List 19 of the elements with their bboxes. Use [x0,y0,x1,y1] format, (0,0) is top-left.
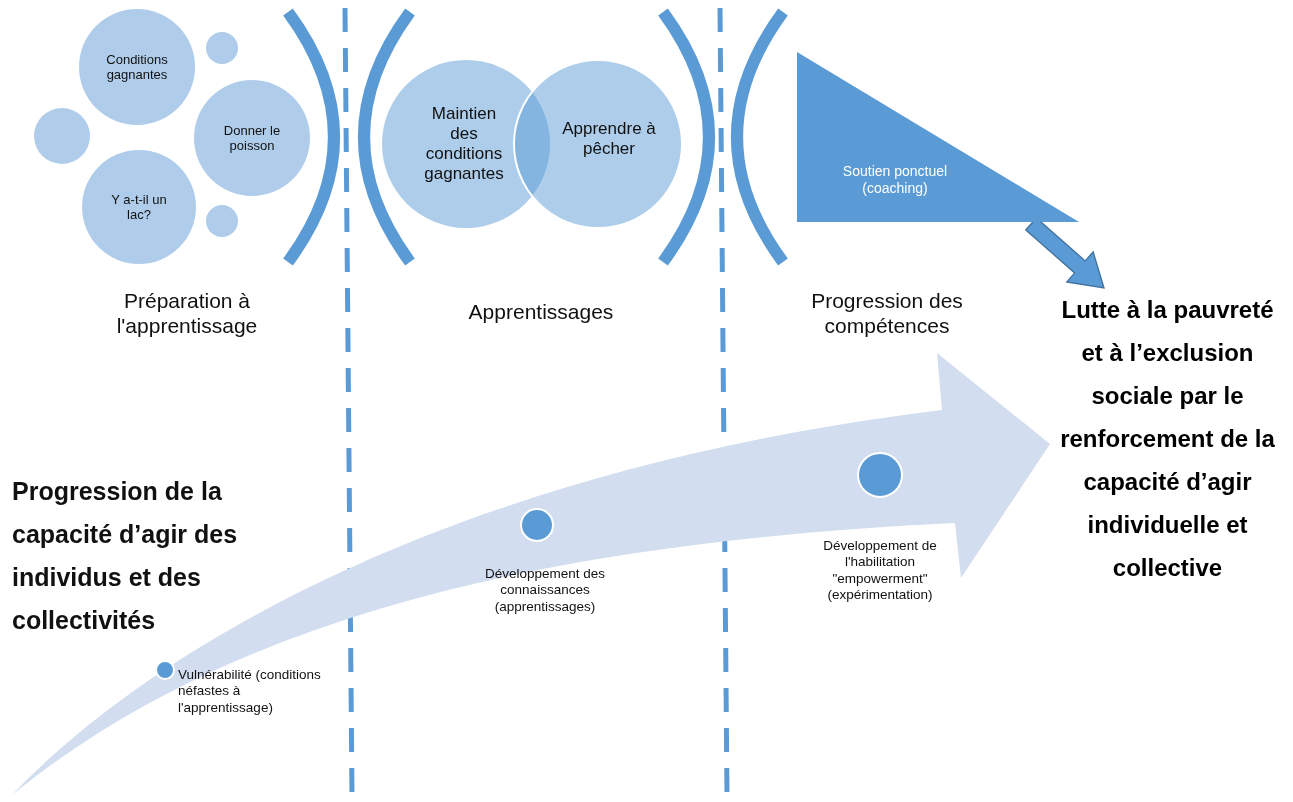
milestone-caption: Développement des connaissances (apprentissages) [483,566,607,616]
milestone-caption: Développement de l'habilitation "empowerment" (expérimentation) [822,538,938,604]
phase-label: Progression des compétences [810,288,964,339]
milestone-caption: Vulnérabilité (conditions néfastes à l'apprentissage) [178,667,322,717]
bubble [206,32,238,64]
shape-label: Maintien des conditions gagnantes [423,103,505,185]
bubble [206,205,238,237]
shape-label: Conditions gagnantes [105,51,169,83]
curved-arrow [12,353,1050,795]
shape-label: Donner le poisson [222,122,282,154]
shape-label: Soutien ponctuel (coaching) [841,163,949,197]
phase-label: Préparation à l'apprentissage [115,288,259,339]
heading-text: Progression de la capacité d’agir des individus et des collectivités [12,476,239,636]
shape-label: Apprendre à pêcher [561,118,657,160]
milestone-dot [155,660,175,680]
bubble [34,108,90,164]
phase-label: Apprentissages [467,299,615,325]
shape-label: Y a-t-il un lac? [110,191,168,223]
goal-text: Lutte à la pauvreté et à l’exclusion sociale par le renforcement de la capacité d’agir individuelle et collective [1050,288,1285,628]
